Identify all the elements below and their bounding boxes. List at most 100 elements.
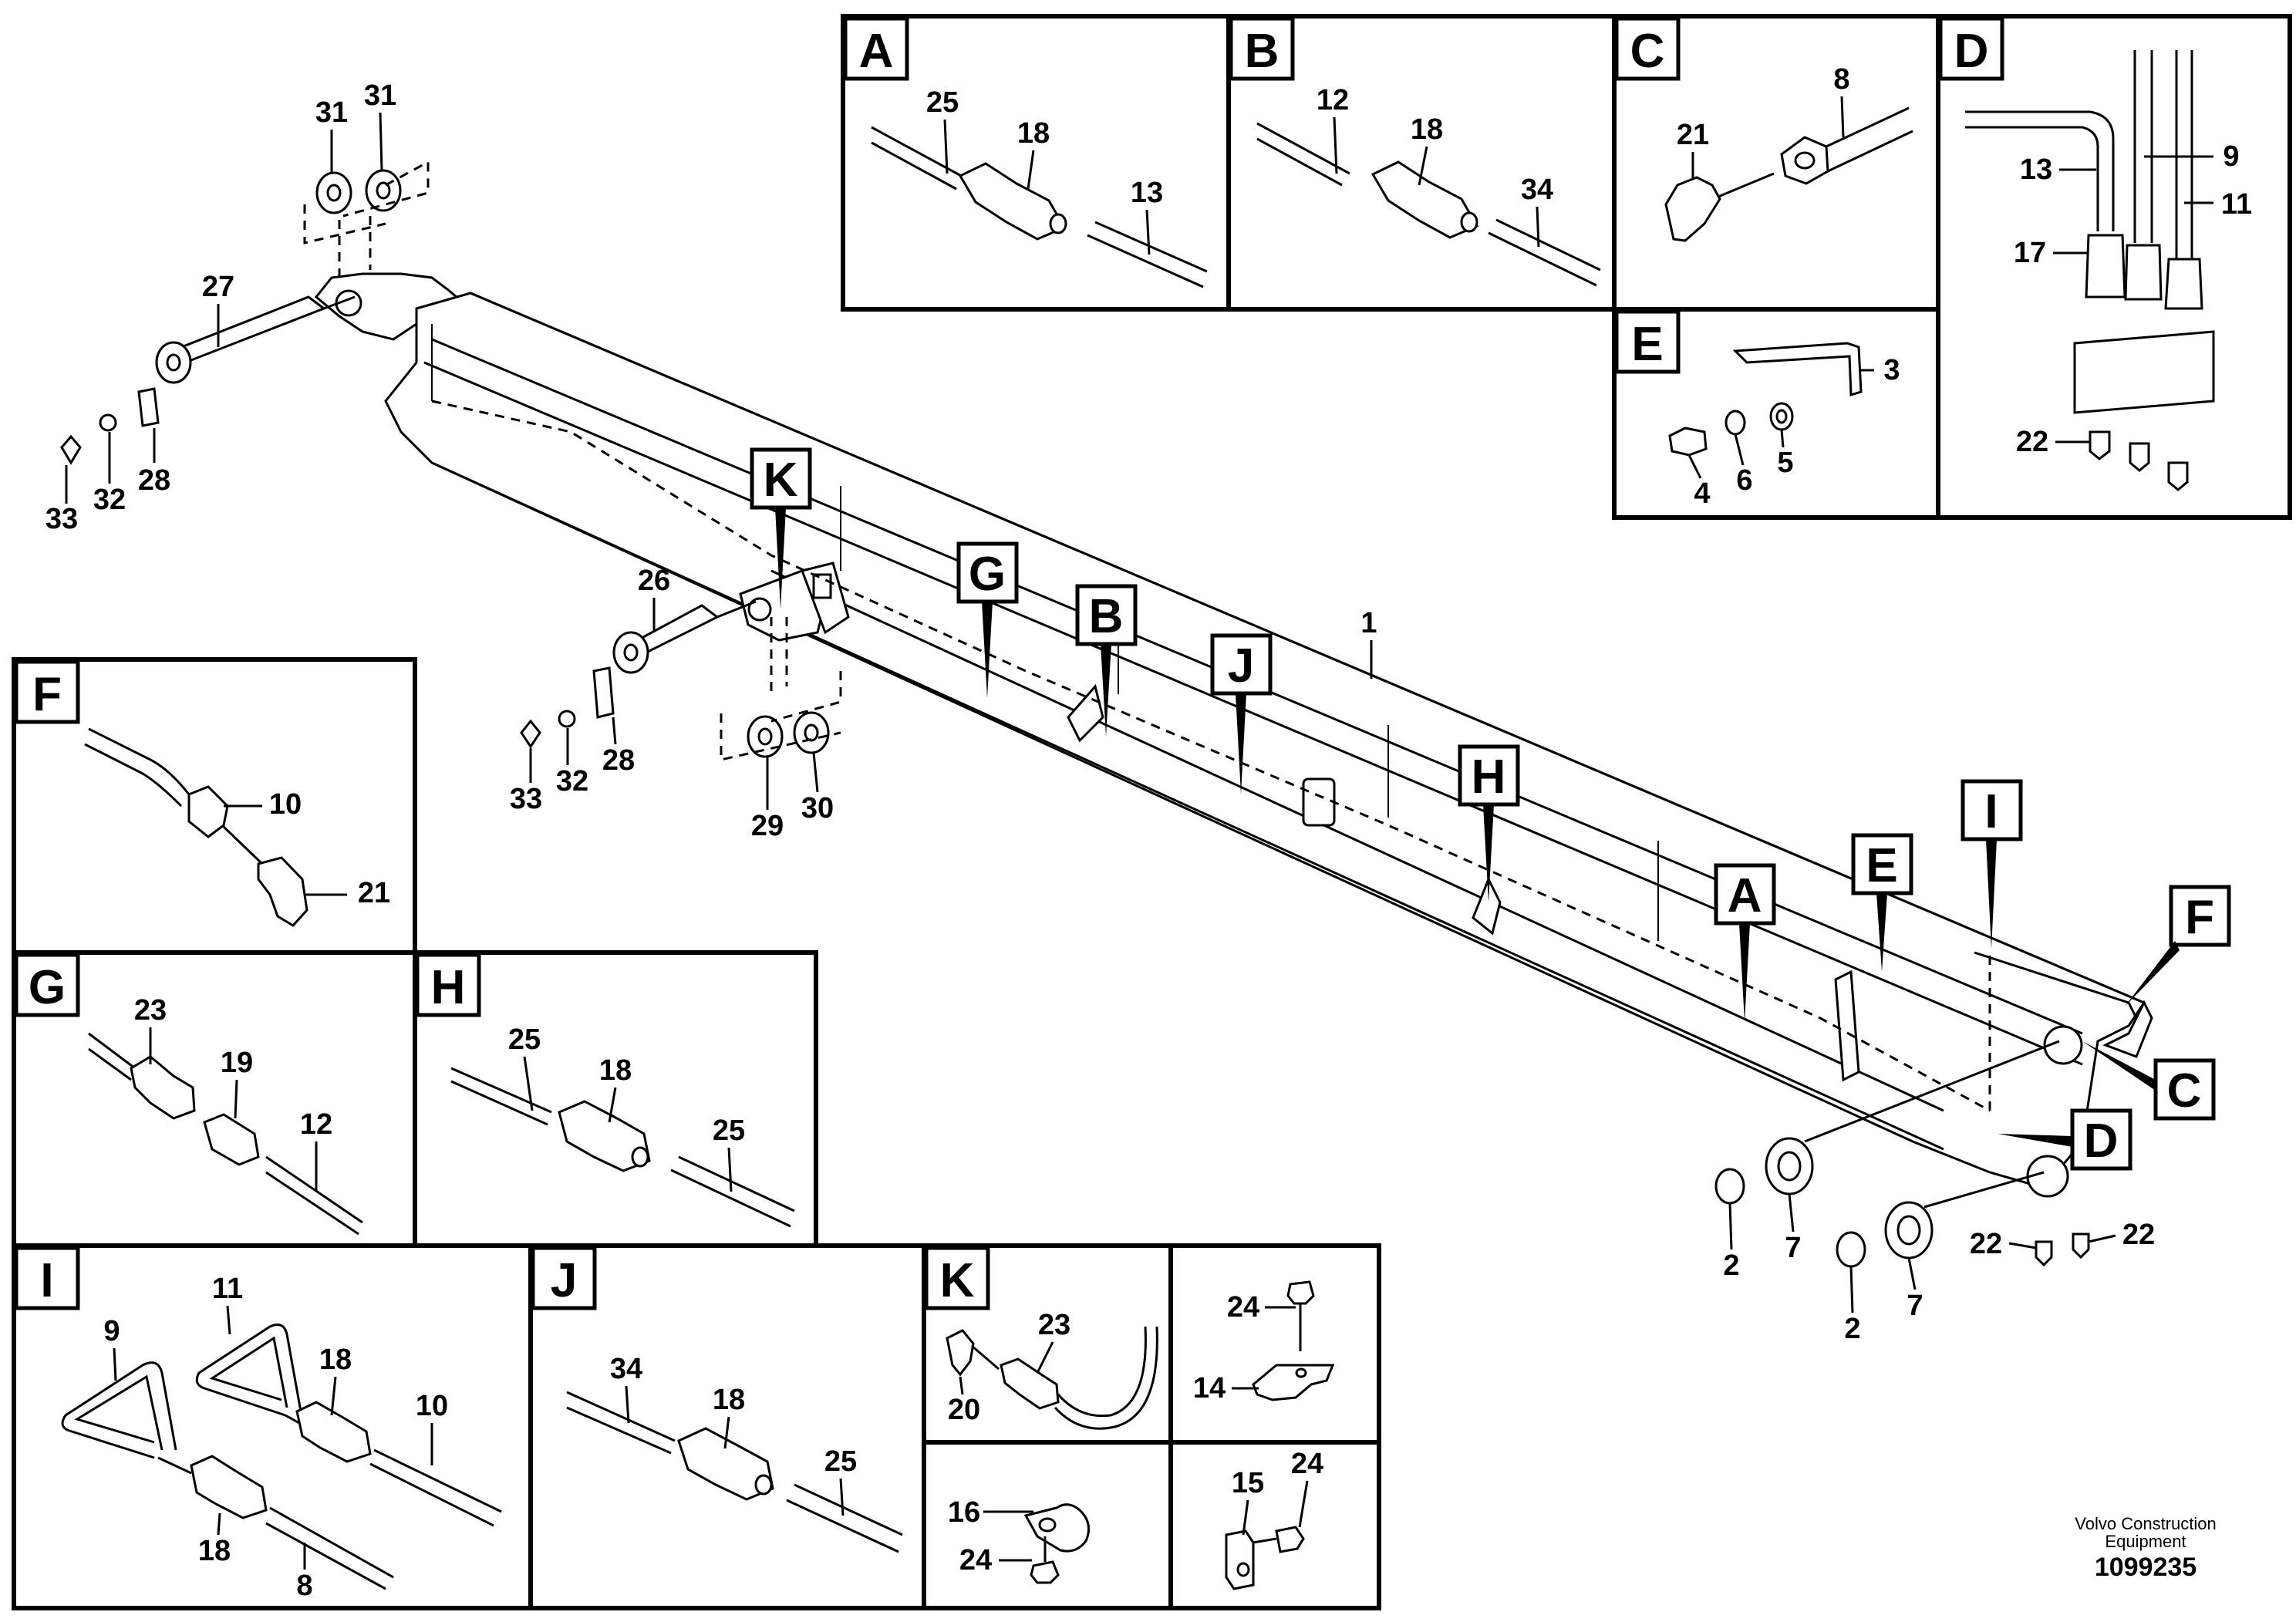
panel-g: G 23 19 12 — [12, 950, 417, 1248]
panel-i: I 11 9 18 10 18 8 — [12, 1243, 533, 1610]
panel-plate: 15 24 — [1168, 1440, 1381, 1610]
panel-b-label: B — [1245, 25, 1279, 78]
callout-7a: 7 — [1785, 1232, 1801, 1264]
credit-line-2: Equipment — [2105, 1532, 2186, 1551]
callout-22a: 22 — [1970, 1228, 2002, 1260]
callout-2b: 2 — [1844, 1313, 1860, 1345]
marker-g: G — [969, 548, 1006, 601]
callout-31a: 31 — [315, 96, 348, 129]
panel-a: A 25 18 13 — [841, 14, 1231, 312]
panel-d: D 13 9 11 17 22 — [1936, 14, 2292, 520]
top-pin-assembly — [60, 160, 430, 465]
panel-d-callout-17: 17 — [2014, 237, 2046, 269]
panel-b: B 12 18 34 — [1226, 14, 1617, 312]
panel-plate-callout-24: 24 — [1291, 1448, 1323, 1480]
marker-k: K — [764, 454, 798, 507]
panel-e: E 3 4 6 5 — [1612, 307, 1940, 520]
callout-33a: 33 — [46, 503, 78, 535]
marker-b: B — [1089, 590, 1124, 643]
panel-i-label: I — [40, 1254, 53, 1307]
panel-clamp-callout-24: 24 — [1227, 1291, 1259, 1324]
callout-22b: 22 — [2122, 1219, 2155, 1251]
panel-a-callout-18: 18 — [1017, 117, 1050, 150]
panel-g-callout-12: 12 — [300, 1108, 332, 1141]
panel-e-label: E — [1631, 318, 1663, 371]
marker-j: J — [1228, 639, 1254, 693]
panel-a-callout-25: 25 — [926, 86, 959, 119]
panel-clamp-callout-14: 14 — [1193, 1372, 1226, 1404]
panel-k-callout-20: 20 — [948, 1394, 980, 1426]
credit-line-1: Volvo Construction — [2075, 1514, 2216, 1533]
marker-f: F — [2185, 891, 2214, 944]
panel-clamp: 24 14 — [1168, 1243, 1381, 1445]
panel-f-callout-21: 21 — [358, 877, 390, 909]
panel-c: C 21 8 — [1612, 14, 1940, 312]
panel-b-callout-18: 18 — [1411, 113, 1443, 146]
panel-i-callout-9: 9 — [103, 1315, 120, 1347]
panel-h-label: H — [431, 961, 466, 1014]
panel-e-callout-4: 4 — [1694, 477, 1710, 510]
panel-k: K 23 20 — [922, 1243, 1173, 1445]
panel-j-callout-25: 25 — [824, 1445, 857, 1478]
panel-pclamp-callout-16: 16 — [948, 1496, 980, 1529]
panel-b-callout-34: 34 — [1521, 174, 1553, 206]
panel-h-callout-18: 18 — [599, 1054, 632, 1087]
panel-g-label: G — [29, 961, 66, 1014]
panel-pclamp-callout-24: 24 — [959, 1544, 992, 1576]
panel-k-callout-23: 23 — [1038, 1309, 1070, 1341]
main-markers: K G B J H A E I F C D — [750, 447, 2231, 1171]
callout-32a: 32 — [93, 484, 126, 516]
panel-d-label: D — [1954, 25, 1989, 78]
credit: Volvo Construction Equipment 1099235 — [2075, 1514, 2216, 1582]
marker-c: C — [2167, 1064, 2202, 1118]
panel-i-callout-18a: 18 — [319, 1344, 352, 1376]
panel-j: J 34 18 25 — [528, 1243, 926, 1610]
callout-28a: 28 — [138, 464, 170, 497]
panel-i-callout-18b: 18 — [198, 1535, 231, 1567]
panel-e-callout-6: 6 — [1736, 464, 1752, 497]
panel-f-callout-10: 10 — [269, 788, 302, 821]
marker-d: D — [2084, 1114, 2119, 1168]
callout-32b: 32 — [556, 765, 588, 798]
main-callouts: 31 31 27 33 32 28 26 33 32 28 29 30 1 2 … — [46, 79, 2155, 1345]
panel-d-callout-11: 11 — [2221, 188, 2252, 221]
panel-h-callout-25b: 25 — [713, 1114, 745, 1147]
panel-a-label: A — [859, 25, 894, 78]
boom-drawing — [314, 272, 2153, 1198]
panel-d-callout-22: 22 — [2016, 426, 2048, 458]
mid-pin-assembly — [520, 600, 842, 761]
panel-e-callout-3: 3 — [1883, 354, 1900, 386]
panel-i-callout-10: 10 — [416, 1390, 448, 1422]
callout-29: 29 — [751, 810, 784, 842]
panel-i-callout-11: 11 — [212, 1273, 243, 1305]
callout-30: 30 — [801, 792, 834, 824]
panel-d-callout-9: 9 — [2223, 140, 2239, 173]
panel-b-callout-12: 12 — [1317, 84, 1349, 116]
panel-g-callout-23: 23 — [134, 994, 167, 1027]
panel-a-callout-13: 13 — [1131, 177, 1163, 209]
marker-h: H — [1472, 750, 1506, 804]
callout-27: 27 — [202, 271, 234, 303]
callout-2a: 2 — [1723, 1249, 1739, 1282]
panel-j-callout-34: 34 — [610, 1353, 642, 1385]
marker-a: A — [1728, 869, 1762, 922]
panel-d-callout-13: 13 — [2020, 153, 2052, 186]
marker-e: E — [1866, 839, 1897, 892]
callout-26: 26 — [638, 565, 670, 597]
panel-e-callout-5: 5 — [1777, 447, 1793, 479]
panel-j-callout-18: 18 — [713, 1384, 745, 1416]
panel-f: F 10 21 — [12, 657, 417, 955]
panel-c-callout-21: 21 — [1677, 119, 1709, 151]
panel-h-callout-25a: 25 — [508, 1023, 541, 1056]
callout-7b: 7 — [1907, 1290, 1923, 1322]
callout-28b: 28 — [602, 744, 635, 777]
panel-plate-callout-15: 15 — [1232, 1467, 1264, 1499]
panel-h: H 25 18 25 — [413, 950, 818, 1248]
panel-g-callout-19: 19 — [221, 1047, 253, 1079]
panel-j-label: J — [551, 1254, 577, 1307]
callout-33b: 33 — [510, 783, 542, 815]
panel-i-callout-8: 8 — [296, 1570, 312, 1602]
callout-31b: 31 — [364, 79, 396, 112]
panel-f-label: F — [32, 668, 62, 721]
